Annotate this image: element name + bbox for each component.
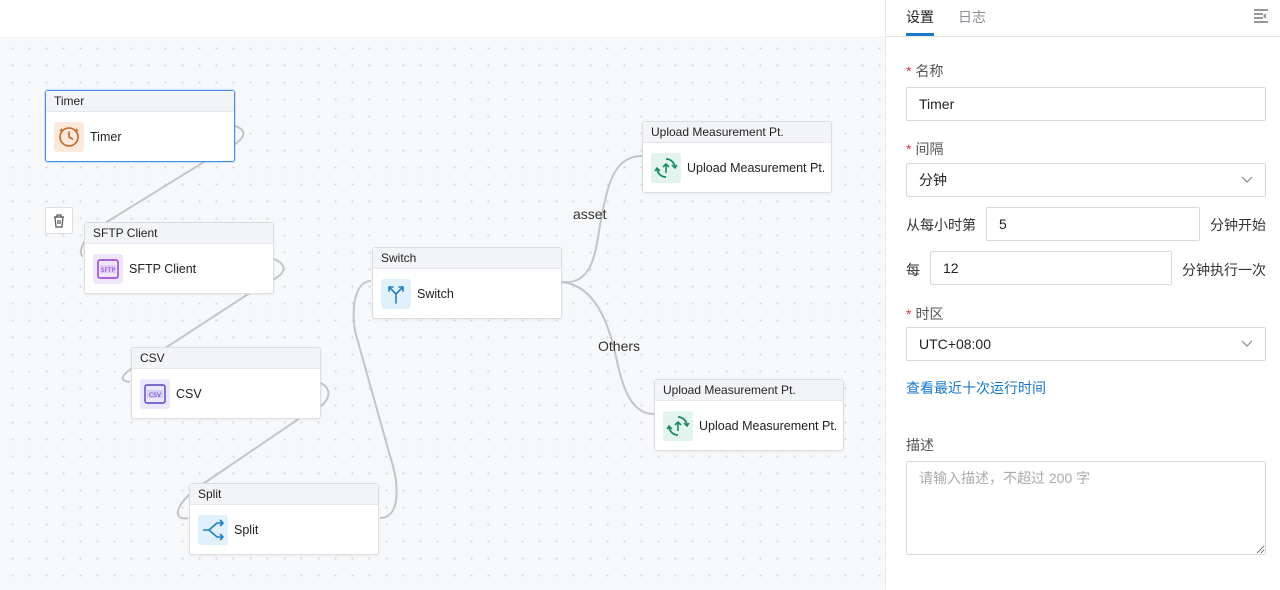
node-label: CSV — [176, 387, 202, 401]
split-icon — [198, 515, 228, 545]
every-prefix: 每 — [906, 262, 920, 278]
edge-timer-sftp — [79, 125, 245, 257]
edge-label-others: Others — [598, 338, 641, 354]
tab-logs[interactable]: 日志 — [958, 9, 986, 25]
node-label: Split — [234, 523, 259, 537]
edge-switch-upload2 — [561, 281, 655, 415]
sftp-icon-text: SFTP — [101, 267, 116, 274]
every-minute-input[interactable]: 12 — [930, 251, 1172, 285]
name-label: *名称 — [906, 63, 944, 79]
node-label: Switch — [417, 287, 454, 301]
timezone-select[interactable]: UTC+08:00 — [906, 327, 1266, 361]
node-label: Timer — [90, 130, 122, 144]
interval-value: 分钟 — [919, 172, 947, 188]
recent-runs-link[interactable]: 查看最近十次运行时间 — [906, 380, 1046, 396]
node-timer[interactable]: Timer Timer — [45, 90, 235, 162]
interval-label: *间隔 — [906, 141, 944, 157]
flow-canvas[interactable]: Timer Timer SFTP Client SFTP SFTP Client… — [0, 36, 885, 590]
upload-measurement-icon — [663, 411, 693, 441]
node-switch[interactable]: Switch Switch — [372, 247, 562, 319]
node-label: SFTP Client — [129, 262, 197, 276]
node-csv[interactable]: CSV CSV CSV — [131, 347, 321, 419]
flow-edges — [79, 125, 655, 520]
node-title: Upload Measurement Pt. — [655, 380, 843, 401]
required-mark: * — [906, 141, 912, 157]
chevron-down-icon — [1241, 340, 1253, 347]
required-mark: * — [906, 63, 912, 79]
timezone-label: *时区 — [906, 306, 944, 322]
node-sftp-client[interactable]: SFTP Client SFTP SFTP Client — [84, 222, 274, 294]
csv-icon-text: CSV — [149, 392, 162, 399]
node-upload-measurement-2[interactable]: Upload Measurement Pt. Upload Measuremen… — [654, 379, 844, 451]
edge-label-asset: asset — [573, 206, 607, 222]
switch-icon — [381, 279, 411, 309]
node-split[interactable]: Split Split — [189, 483, 379, 555]
node-title: CSV — [132, 348, 320, 369]
node-title: SFTP Client — [85, 223, 273, 244]
description-label: 描述 — [906, 437, 934, 453]
interval-select[interactable]: 分钟 — [906, 163, 1266, 197]
edge-sftp-csv — [121, 258, 285, 383]
required-mark: * — [906, 306, 912, 322]
node-upload-measurement-1[interactable]: Upload Measurement Pt. Upload Measuremen… — [642, 121, 832, 193]
node-title: Split — [190, 484, 378, 505]
node-title: Upload Measurement Pt. — [643, 122, 831, 143]
timezone-value: UTC+08:00 — [919, 336, 991, 352]
sftp-icon: SFTP — [93, 254, 123, 284]
start-suffix: 分钟开始 — [1210, 217, 1266, 233]
node-label: Upload Measurement Pt. — [687, 161, 826, 175]
collapse-panel-icon[interactable] — [1252, 7, 1270, 25]
edge-switch-upload1 — [561, 155, 643, 284]
panel-tabs: 设置 日志 — [886, 0, 1280, 37]
start-prefix: 从每小时第 — [906, 217, 976, 233]
node-title: Switch — [373, 248, 561, 269]
settings-panel: 设置 日志 *名称 Timer *间隔 分钟 从每小时第 5 分钟开始 每 12… — [885, 0, 1280, 590]
csv-icon: CSV — [140, 379, 170, 409]
node-title: Timer — [46, 91, 234, 112]
tab-settings[interactable]: 设置 — [906, 9, 934, 36]
node-label: Upload Measurement Pt. — [699, 419, 838, 433]
trash-icon[interactable] — [45, 207, 73, 234]
name-input[interactable]: Timer — [906, 87, 1266, 121]
every-suffix: 分钟执行一次 — [1182, 262, 1266, 278]
chevron-down-icon — [1241, 176, 1253, 183]
description-textarea[interactable] — [906, 461, 1266, 555]
start-minute-input[interactable]: 5 — [986, 207, 1200, 241]
canvas-toolbar — [0, 0, 885, 36]
edge-csv-split — [176, 382, 330, 520]
edge-split-switch — [352, 280, 398, 519]
clock-icon — [54, 122, 84, 152]
upload-measurement-icon — [651, 153, 681, 183]
